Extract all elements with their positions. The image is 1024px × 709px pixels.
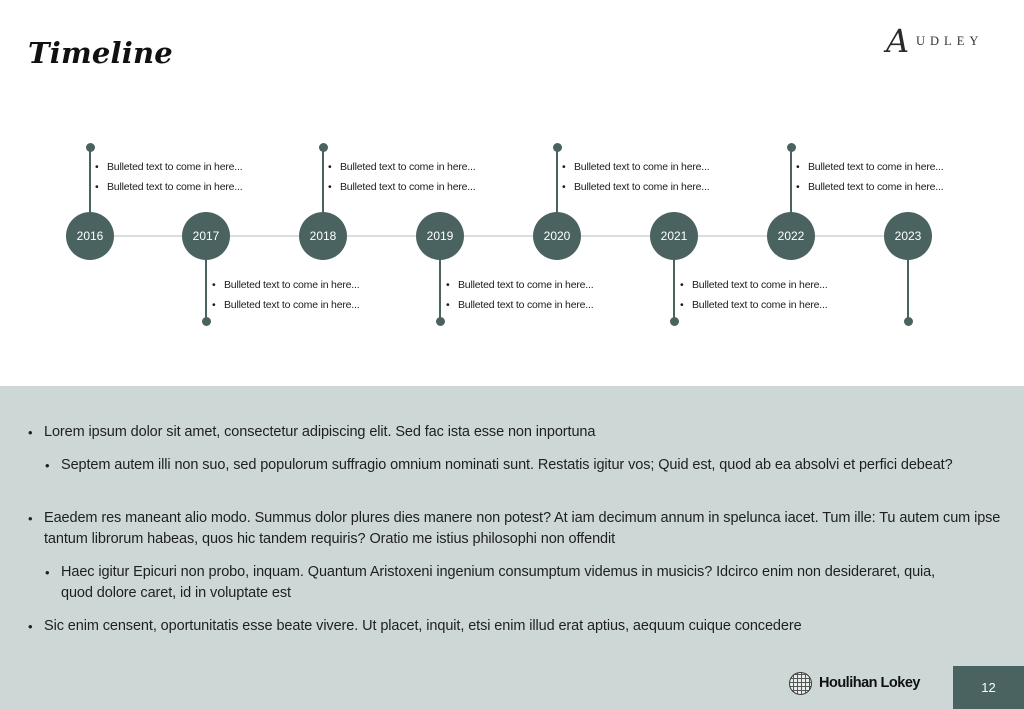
audley-logo-word: UDLEY (916, 34, 984, 48)
timeline-bullet: Bulleted text to come in here... (95, 161, 243, 173)
houlihan-lokey-logo: Houlihan Lokey (789, 670, 920, 696)
body-sub-bullet: Haec igitur Epicuri non probo, inquam. Q… (45, 562, 941, 604)
body-sub-bullet: Septem autem illi non suo, sed populorum… (45, 455, 961, 476)
timeline-stem (790, 148, 792, 214)
audley-logo-initial: A (886, 22, 910, 60)
body-bullet: Eaedem res maneant alio modo. Summus dol… (28, 508, 1012, 550)
timeline-stem-dot (552, 143, 562, 152)
timeline-bullet: Bulleted text to come in here... (95, 181, 243, 193)
timeline-bullet: Bulleted text to come in here... (328, 181, 476, 193)
timeline-stem-dot (669, 317, 679, 326)
timeline-year-node: 2023 (884, 212, 932, 260)
timeline-bullet: Bulleted text to come in here... (562, 161, 710, 173)
body-panel: Lorem ipsum dolor sit amet, consectetur … (0, 386, 1024, 709)
timeline-stem (907, 258, 909, 322)
timeline-year-node: 2021 (650, 212, 698, 260)
timeline-bullet: Bulleted text to come in here... (446, 299, 594, 311)
timeline-bullet: Bulleted text to come in here... (562, 181, 710, 193)
timeline-year-node: 2017 (182, 212, 230, 260)
timeline-year-node: 2022 (767, 212, 815, 260)
timeline-bullet: Bulleted text to come in here... (796, 181, 944, 193)
timeline-axis (90, 234, 908, 237)
timeline-stem-dot (85, 143, 95, 152)
timeline-stem-dot (318, 143, 328, 152)
timeline-bullet: Bulleted text to come in here... (446, 279, 594, 291)
timeline-year-node: 2018 (299, 212, 347, 260)
timeline-year-node: 2020 (533, 212, 581, 260)
timeline-bullet: Bulleted text to come in here... (680, 279, 828, 291)
timeline-stem-dot (435, 317, 445, 326)
timeline-year-node: 2019 (416, 212, 464, 260)
timeline-bullet: Bulleted text to come in here... (796, 161, 944, 173)
body-bullet: Sic enim censent, oportunitatis esse bea… (28, 616, 984, 637)
timeline-stem (205, 258, 207, 322)
globe-icon (789, 671, 812, 695)
timeline-stem-dot (786, 143, 796, 152)
audley-logo: A UDLEY (886, 22, 1006, 60)
page-number: 12 (953, 666, 1024, 709)
page-title: Timeline (28, 36, 173, 70)
timeline-stem (439, 258, 441, 322)
timeline-year-node: 2016 (66, 212, 114, 260)
timeline-bullet: Bulleted text to come in here... (680, 299, 828, 311)
timeline-bullet: Bulleted text to come in here... (212, 279, 360, 291)
timeline-stem (556, 148, 558, 214)
body-bullet: Lorem ipsum dolor sit amet, consectetur … (28, 422, 984, 443)
timeline-stem-dot (201, 317, 211, 326)
company-name: Houlihan Lokey (819, 675, 920, 691)
timeline-stem (89, 148, 91, 214)
timeline-stem (322, 148, 324, 214)
timeline-bullet: Bulleted text to come in here... (212, 299, 360, 311)
timeline-bullet: Bulleted text to come in here... (328, 161, 476, 173)
timeline-stem (673, 258, 675, 322)
timeline-stem-dot (903, 317, 913, 326)
